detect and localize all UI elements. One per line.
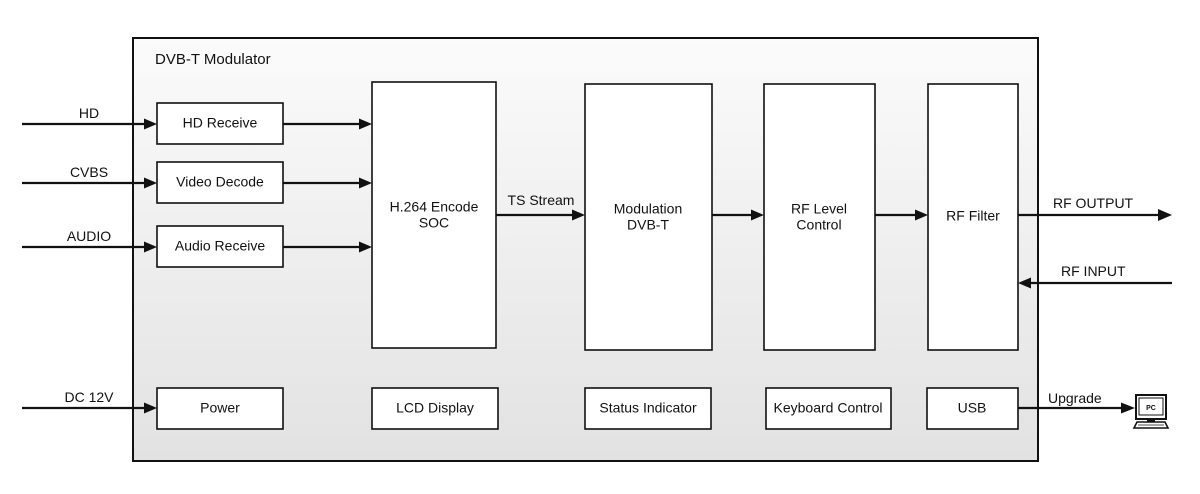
rf-output-connector: RF OUTPUT	[1018, 195, 1172, 221]
pc-icon: PC	[1132, 394, 1170, 429]
hd-input-connector: HD	[22, 105, 157, 130]
hd-signal-label: HD	[79, 105, 99, 121]
upgrade-connector: Upgrade	[1018, 390, 1135, 414]
audio-signal-label: AUDIO	[67, 228, 111, 244]
audio-input-connector: AUDIO	[22, 228, 157, 253]
keyboard-control-block: Keyboard Control	[765, 387, 892, 430]
upgrade-label: Upgrade	[1048, 390, 1102, 406]
video-to-encoder-arrow	[283, 177, 372, 189]
modulation-to-rf-level-arrow	[712, 209, 764, 221]
power-label: Power	[200, 400, 240, 416]
modulation-block: Modulation DVB-T	[584, 83, 713, 351]
encoder-label-line2: SOC	[419, 215, 449, 231]
rf-level-label-line2: Control	[796, 217, 841, 233]
diagram-title: DVB-T Modulator	[155, 51, 271, 68]
hd-receive-label: HD Receive	[183, 115, 258, 131]
dc-input-connector: DC 12V	[22, 389, 157, 414]
cvbs-signal-label: CVBS	[70, 164, 108, 180]
rf-level-to-filter-arrow	[875, 209, 928, 221]
usb-label: USB	[958, 400, 987, 416]
rf-output-label: RF OUTPUT	[1053, 195, 1134, 211]
lcd-display-label: LCD Display	[396, 400, 474, 416]
rf-input-connector: RF INPUT	[1018, 263, 1172, 289]
audio-to-encoder-arrow	[283, 241, 372, 253]
hd-to-encoder-arrow	[283, 118, 372, 130]
usb-block: USB	[926, 387, 1019, 430]
audio-receive-block: Audio Receive	[156, 225, 284, 268]
modulation-label-line2: DVB-T	[627, 217, 669, 233]
audio-receive-label: Audio Receive	[175, 238, 265, 254]
encoder-label-line1: H.264 Encode	[390, 199, 479, 215]
ts-stream-arrow: TS Stream	[496, 192, 585, 221]
h264-encoder-block: H.264 Encode SOC	[371, 81, 497, 349]
rf-filter-block: RF Filter	[927, 83, 1019, 351]
hd-receive-block: HD Receive	[156, 102, 284, 145]
cvbs-input-connector: CVBS	[22, 164, 157, 189]
lcd-display-block: LCD Display	[371, 387, 499, 430]
power-block: Power	[156, 387, 284, 430]
rf-filter-label: RF Filter	[946, 208, 1000, 224]
dc-signal-label: DC 12V	[64, 389, 114, 405]
modulation-label-line1: Modulation	[614, 201, 683, 217]
status-indicator-block: Status Indicator	[584, 387, 712, 430]
video-decode-block: Video Decode	[156, 161, 284, 204]
rf-input-label: RF INPUT	[1061, 263, 1126, 279]
ts-stream-label: TS Stream	[508, 192, 575, 208]
pc-icon-label: PC	[1146, 405, 1156, 412]
video-decode-label: Video Decode	[176, 174, 264, 190]
status-indicator-label: Status Indicator	[599, 400, 697, 416]
rf-level-label-line1: RF Level	[791, 201, 847, 217]
keyboard-control-label: Keyboard Control	[774, 400, 883, 416]
rf-level-control-block: RF Level Control	[763, 83, 876, 351]
